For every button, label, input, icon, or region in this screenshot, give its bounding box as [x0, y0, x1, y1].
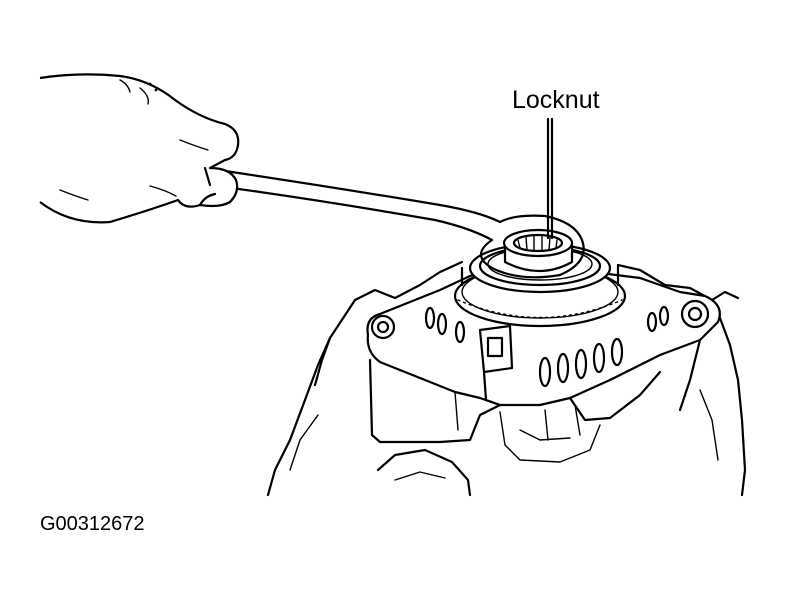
- locknut-callout-leader: [546, 117, 554, 240]
- hand: [39, 73, 240, 224]
- box-end-wrench: [203, 166, 585, 279]
- cooling-slots: [424, 305, 670, 388]
- locknut-label: Locknut: [512, 86, 600, 114]
- alternator-body: [366, 266, 721, 463]
- locknut: [502, 228, 574, 272]
- figure-id-label: G00312672: [40, 513, 145, 535]
